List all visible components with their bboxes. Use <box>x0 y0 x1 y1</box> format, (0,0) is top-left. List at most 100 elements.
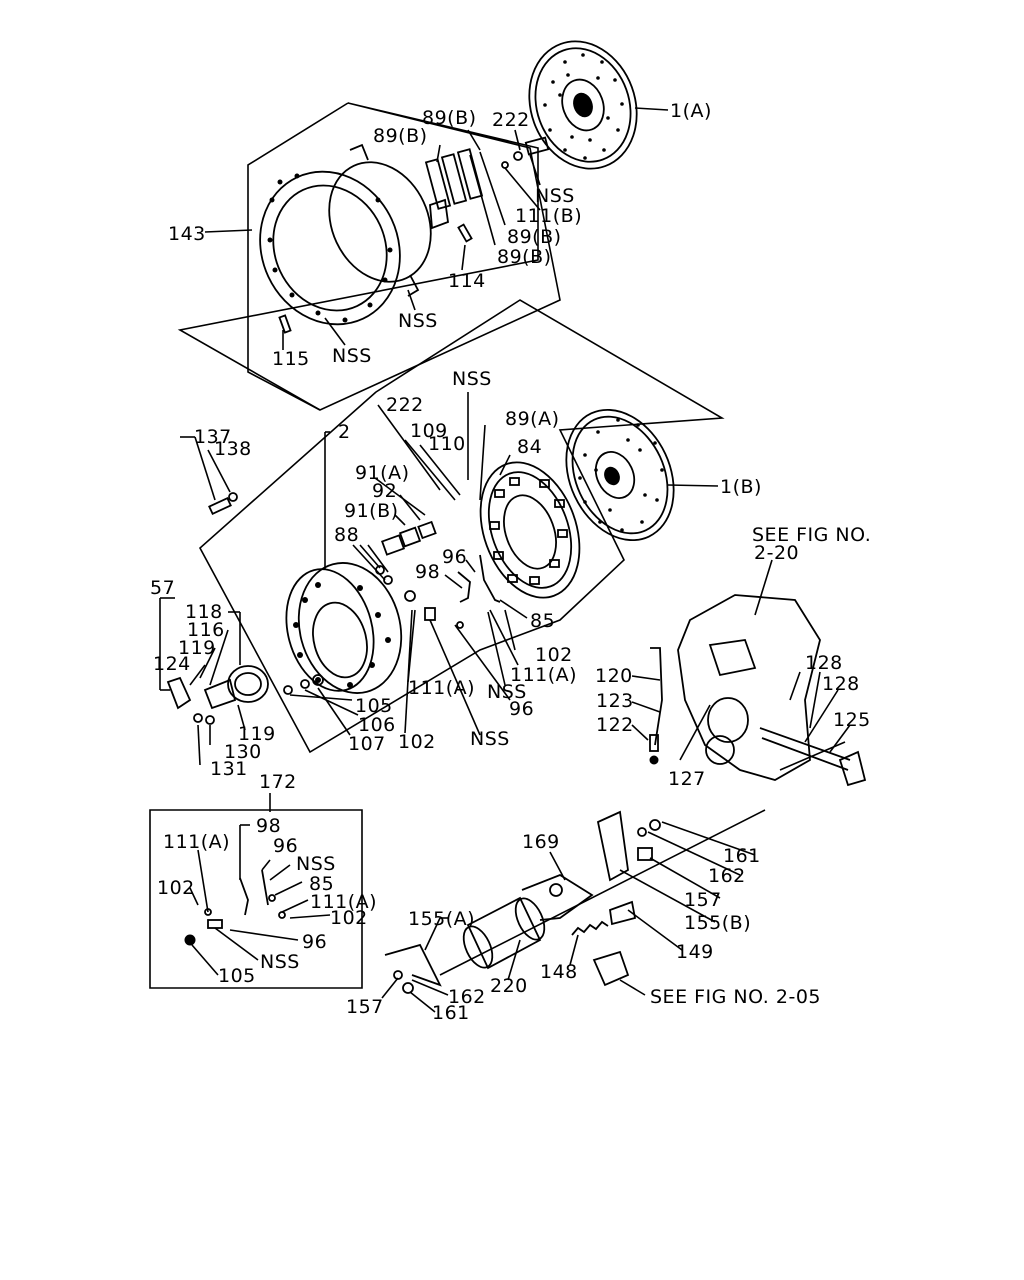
callout-162-b: 162 <box>448 986 486 1008</box>
callout-see-2-20-line1: SEE FIG NO. <box>752 524 871 546</box>
callout-124: 124 <box>153 653 191 675</box>
callout-111a-2: 111(A) <box>408 677 475 699</box>
strap-plates-89b <box>424 148 484 210</box>
callout-nss-5: NSS <box>487 681 527 703</box>
leaders-bottom <box>381 821 756 1013</box>
bolts-137-138 <box>208 492 238 516</box>
callout-120: 120 <box>595 665 633 687</box>
callout-nss-2: NSS <box>398 310 438 332</box>
callout-110: 110 <box>428 433 466 455</box>
callout-169: 169 <box>522 831 560 853</box>
leaders-172 <box>189 793 331 976</box>
callout-119-a: 119 <box>178 637 216 659</box>
callout-111b: 111(B) <box>515 205 582 227</box>
callout-125: 125 <box>833 709 871 731</box>
callout-148: 148 <box>540 961 578 983</box>
callout-nss-4: NSS <box>452 368 492 390</box>
box-172-outline <box>149 809 363 989</box>
leaders-housing <box>631 559 851 771</box>
release-bearing-118 <box>166 665 269 725</box>
callout-98-b: 98 <box>256 815 281 837</box>
callout-127: 127 <box>668 768 706 790</box>
clutch-disc-1b <box>565 408 675 542</box>
callout-138: 138 <box>214 438 252 460</box>
bracket-155b <box>596 810 661 882</box>
clutch-disc-1a <box>528 40 638 170</box>
lever-kit-172 <box>184 869 286 946</box>
callout-155b: 155(B) <box>684 912 751 934</box>
callout-172: 172 <box>259 771 297 793</box>
hardware-105-106-107 <box>283 674 324 695</box>
callout-115: 115 <box>272 348 310 370</box>
callout-88: 88 <box>334 524 359 546</box>
pins-114-115 <box>278 223 473 334</box>
callout-119-b: 119 <box>238 723 276 745</box>
callout-nss-3: NSS <box>332 345 372 367</box>
callout-see-2-05: SEE FIG NO. 2-05 <box>650 986 821 1008</box>
callout-1a: 1(A) <box>670 100 712 122</box>
callout-96-a: 96 <box>442 546 467 568</box>
callout-2: 2 <box>338 421 351 443</box>
callout-222-mid: 222 <box>386 394 424 416</box>
callout-96-b: 96 <box>509 698 534 720</box>
callout-162-a: 162 <box>708 865 746 887</box>
callout-222-top: 222 <box>492 109 530 131</box>
callout-105-a: 105 <box>355 695 393 717</box>
callout-98-a: 98 <box>415 561 440 583</box>
callout-57: 57 <box>150 577 175 599</box>
axis-line-cylinder <box>439 809 766 976</box>
callout-111a-4: 111(A) <box>310 891 377 913</box>
callout-143: 143 <box>168 223 206 245</box>
callout-89b-3: 89(B) <box>507 226 562 248</box>
callout-89b-4: 89(B) <box>497 246 552 268</box>
leaders-middle <box>159 392 528 766</box>
callout-see-2-20-line2: 2-20 <box>754 542 799 564</box>
callout-109: 109 <box>410 420 448 442</box>
flywheel-housing <box>649 594 867 787</box>
callout-85-a: 85 <box>530 610 555 632</box>
callout-102-a: 102 <box>535 644 573 666</box>
callout-118: 118 <box>185 601 223 623</box>
callout-131: 131 <box>210 758 248 780</box>
callout-nss-1: NSS <box>535 185 575 207</box>
callout-91a: 91(A) <box>355 462 410 484</box>
callout-116: 116 <box>187 619 225 641</box>
callout-85-b: 85 <box>309 873 334 895</box>
callout-89b-2: 89(B) <box>373 125 428 147</box>
pressure-plate-assembly-2 <box>285 562 403 694</box>
callout-nss-8: NSS <box>260 951 300 973</box>
clutch-assy-group-box <box>198 299 725 754</box>
bracket-155a <box>384 943 442 994</box>
callout-91b: 91(B) <box>344 500 399 522</box>
callout-128-a: 128 <box>805 652 843 674</box>
leaders-top <box>204 129 541 350</box>
callout-220: 220 <box>490 975 528 997</box>
callout-96-c: 96 <box>273 835 298 857</box>
callout-107: 107 <box>348 733 386 755</box>
callout-157-a: 157 <box>684 889 722 911</box>
pressure-plate-cover-143 <box>259 143 449 326</box>
callout-130: 130 <box>224 741 262 763</box>
callout-128-b: 128 <box>822 673 860 695</box>
callout-157-b: 157 <box>346 996 384 1018</box>
callout-149: 149 <box>676 941 714 963</box>
spring-148-link-149 <box>571 900 637 987</box>
callout-nss-6: NSS <box>470 728 510 750</box>
box-143-outline <box>247 102 349 411</box>
callout-89b-1: 89(B) <box>422 107 477 129</box>
callout-155a: 155(A) <box>408 908 475 930</box>
levers-96-98-85 <box>424 554 501 629</box>
clutch-cover-84 <box>479 461 581 599</box>
callout-102-d: 102 <box>330 907 368 929</box>
callout-106: 106 <box>358 714 396 736</box>
callout-89a: 89(A) <box>505 408 560 430</box>
callout-111a-1: 111(A) <box>510 664 577 686</box>
callout-111a-3: 111(A) <box>163 831 230 853</box>
callout-114: 114 <box>448 270 486 292</box>
callout-105-b: 105 <box>218 965 256 987</box>
callout-137: 137 <box>194 426 232 448</box>
callout-92: 92 <box>372 480 397 502</box>
callout-84: 84 <box>517 436 542 458</box>
